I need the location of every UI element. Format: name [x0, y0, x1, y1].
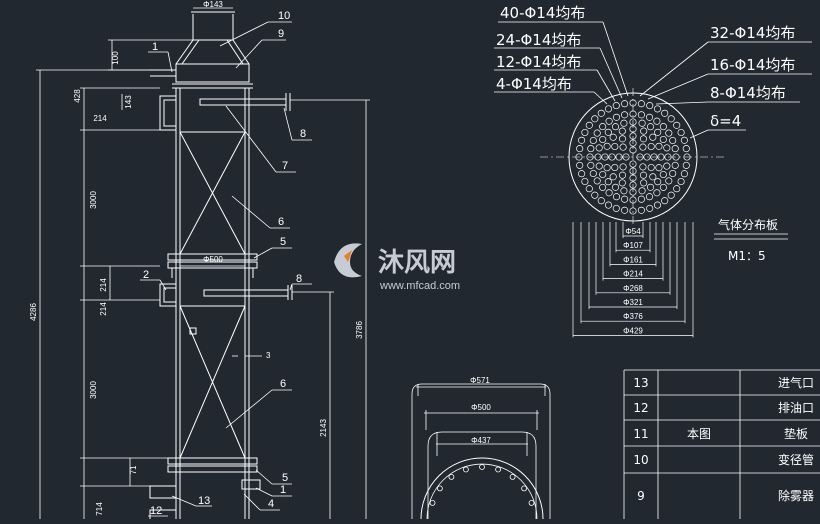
- table-row: 9 除雾器: [637, 488, 814, 503]
- part-label-1-bottom: 1: [280, 484, 286, 496]
- left-dim-714: 714: [95, 502, 104, 516]
- part-label-9: 9: [278, 28, 284, 40]
- watermark: 沐风网 www.mfcad.com: [334, 243, 460, 292]
- plate-title: 气体分布板: [718, 217, 778, 232]
- plate-dim-text: Φ376: [623, 312, 643, 321]
- plate-thickness-note: δ=4: [710, 112, 741, 130]
- watermark-logo-accent-icon: [344, 250, 352, 262]
- plate-holes: [575, 99, 691, 215]
- leader-lines: [140, 21, 312, 517]
- left-dim-214-b: 214: [99, 278, 108, 292]
- inner-dim-3: 3: [266, 351, 271, 360]
- part-label-12: 12: [150, 505, 162, 517]
- bottom-dim-500: Φ500: [471, 403, 491, 412]
- part-label-6-bottom: 6: [280, 378, 286, 390]
- table-cell-name: 排油口: [778, 401, 814, 415]
- left-dim-143: 143: [124, 95, 133, 109]
- part-label-13: 13: [198, 495, 210, 507]
- plate-dim-text: Φ107: [623, 241, 643, 250]
- bottom-section-view: [411, 383, 551, 520]
- part-label-6-top: 6: [278, 216, 284, 228]
- right-dim-2143: 2143: [319, 419, 328, 437]
- table-cell-name: 进气口: [778, 375, 814, 390]
- table-row: 13 进气口: [633, 375, 814, 390]
- plate-dim-text: Φ321: [623, 298, 643, 307]
- table-cell-no: 13: [633, 376, 648, 390]
- table-cell-no: 9: [637, 489, 645, 503]
- part-label-5-top: 5: [280, 236, 286, 248]
- plate-dim-text: Φ161: [623, 255, 643, 264]
- part-label-8-mid: 8: [296, 273, 302, 285]
- watermark-url: www.mfcad.com: [379, 280, 460, 292]
- plate-dim-text: Φ54: [625, 227, 641, 236]
- table-cell-no: 12: [633, 401, 648, 415]
- right-dim-3786: 3786: [355, 321, 364, 339]
- table-row: 10 变径管: [633, 452, 814, 467]
- bottom-dim-437: Φ437: [471, 436, 491, 445]
- table-cell-no: 10: [633, 453, 648, 467]
- hole-note-32: 32-Φ14均布: [710, 24, 795, 42]
- plate-dim-text: Φ214: [623, 270, 643, 279]
- left-dim-100: 100: [111, 51, 120, 65]
- left-dim-3000-a: 3000: [89, 191, 98, 209]
- table-cell-no: 11: [633, 427, 648, 441]
- table-row: 11 本图 垫板: [633, 426, 808, 441]
- hole-note-4: 4-Φ14均布: [496, 75, 572, 93]
- left-dim-3000-b: 3000: [89, 381, 98, 399]
- part-label-4: 4: [268, 498, 274, 510]
- table-cell-name: 垫板: [784, 426, 808, 441]
- column-elevation: [149, 11, 293, 519]
- plate-dim-text: Φ429: [623, 326, 643, 335]
- left-dim-214-a: 214: [93, 114, 107, 123]
- part-label-2: 2: [143, 269, 149, 281]
- plate-dim-text: Φ268: [623, 284, 643, 293]
- part-label-5-bottom: 5: [282, 472, 288, 484]
- bottom-dim-571: Φ571: [470, 376, 490, 385]
- part-label-1-top: 1: [152, 41, 158, 53]
- parts-table: 13 进气口 12 排油口 11 本图 垫板 10 变径管 9 除雾器: [633, 375, 814, 503]
- table-cell-ref: 本图: [687, 427, 711, 441]
- inner-dim-500: Φ500: [203, 255, 223, 264]
- hole-note-12: 12-Φ14均布: [496, 53, 581, 71]
- part-label-8-top: 8: [300, 128, 306, 140]
- left-dim-428: 428: [73, 89, 82, 103]
- hole-note-16: 16-Φ14均布: [710, 56, 795, 74]
- column-dimension-lines: [36, 7, 370, 519]
- parts-table-grid: [623, 369, 820, 519]
- part-label-10: 10: [278, 10, 290, 22]
- left-dim-214-c: 214: [99, 302, 108, 316]
- top-dim: Φ143: [203, 0, 223, 9]
- table-cell-name: 除雾器: [778, 488, 814, 503]
- left-dim-4286: 4286: [29, 303, 38, 321]
- plate-scale: M1：5: [728, 249, 766, 263]
- table-row: 12 排油口: [633, 401, 814, 415]
- distribution-plate: [494, 21, 812, 338]
- hole-note-8: 8-Φ14均布: [710, 84, 786, 102]
- hole-note-40: 40-Φ14均布: [500, 4, 585, 22]
- left-dim-71: 71: [129, 465, 138, 474]
- table-cell-name: 变径管: [778, 452, 814, 467]
- plate-dimension-lines: [572, 222, 694, 338]
- part-label-7: 7: [282, 160, 288, 172]
- watermark-brand: 沐风网: [378, 248, 456, 278]
- hole-note-24: 24-Φ14均布: [496, 31, 581, 49]
